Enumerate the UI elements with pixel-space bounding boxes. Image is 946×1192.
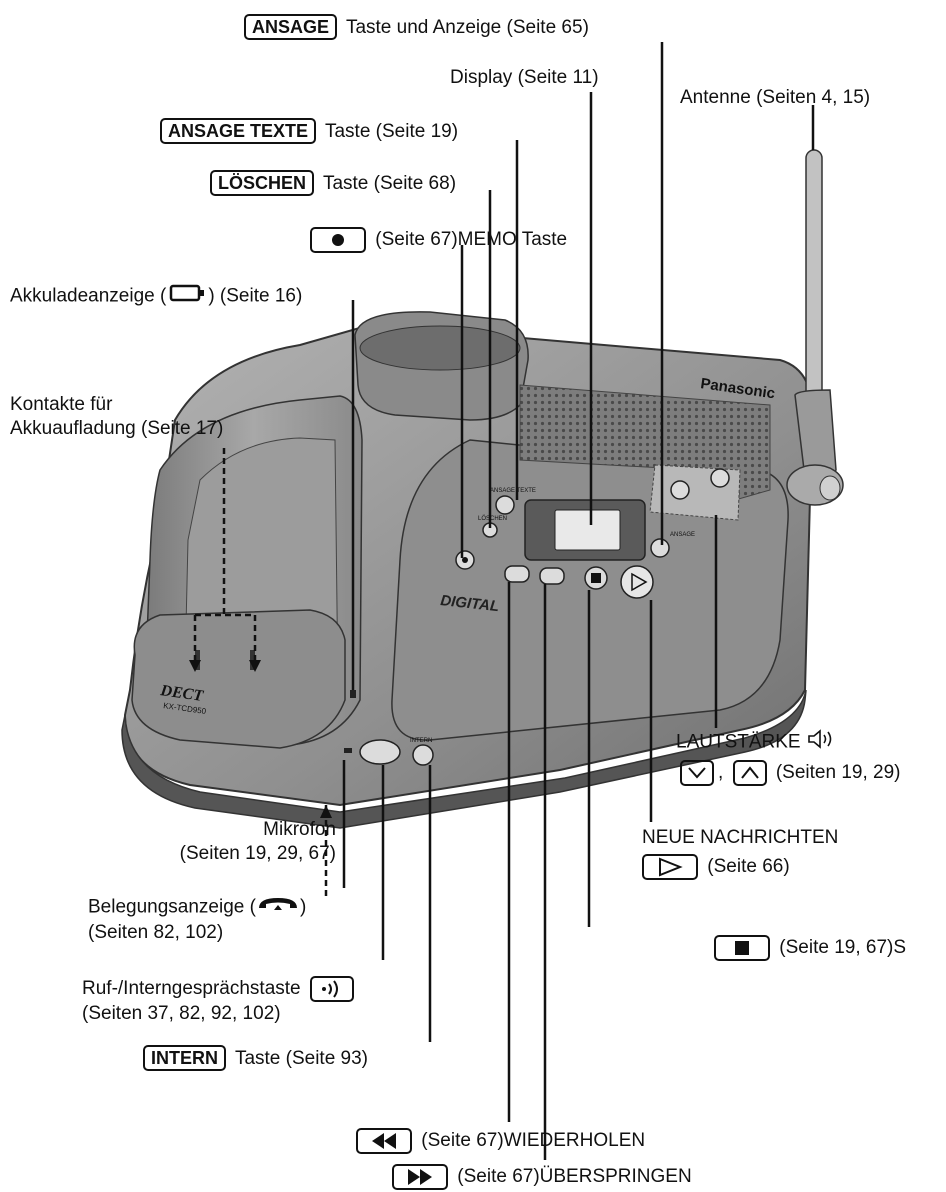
label-ansage: ANSAGE Taste und Anzeige (Seite 65): [244, 14, 589, 40]
label-loeschen: LÖSCHEN Taste (Seite 68): [210, 170, 456, 196]
ruf-line2: (Seiten 37, 82, 92, 102): [82, 1003, 281, 1024]
play-triangle-icon: [642, 854, 698, 880]
fast-forward-icon: [392, 1164, 448, 1190]
lautstaerke-sep: ,: [718, 762, 724, 784]
stop-square-icon: [714, 935, 770, 961]
ruf-text: Ruf-/Interngesprächstaste: [82, 978, 301, 1000]
loeschen-key: LÖSCHEN: [210, 170, 315, 196]
ansage-button: [650, 538, 670, 558]
charge-indicator: [350, 690, 356, 698]
memo-text: (Seite 67)MEMO Taste: [375, 229, 568, 251]
ansage-text: Taste und Anzeige (Seite 65): [345, 17, 589, 38]
akkulade-after: ) (Seite 16): [208, 285, 303, 307]
wiederholen-text: (Seite 67)WIEDERHOLEN: [421, 1130, 646, 1152]
ueberspringen-text: (Seite 67)ÜBERSPRINGEN: [457, 1166, 692, 1188]
busy-indicator: [344, 748, 352, 753]
speaker-volume-icon: [806, 729, 836, 756]
device-skirt: [121, 689, 807, 829]
label-intern: INTERN Taste (Seite 93): [143, 1045, 368, 1071]
lautstaerke-pages: (Seiten 19, 29): [775, 762, 901, 784]
digital-logo: DIGITAL: [440, 592, 500, 615]
record-dot-icon: [310, 227, 366, 253]
chevron-up-icon: [732, 760, 767, 786]
intern-button: [412, 744, 434, 766]
label-ueberspringen: (Seite 67)ÜBERSPRINGEN: [392, 1164, 692, 1190]
lautstaerke-text: LAUTSTÄRKE: [676, 731, 801, 753]
volume-down-button: [670, 480, 690, 500]
panel-loeschen-label: LÖSCHEN: [478, 515, 507, 522]
chevron-down-icon: [680, 760, 714, 786]
kontakte-line1: Kontakte für: [10, 394, 113, 415]
belegung-after: ): [299, 896, 307, 918]
label-lautstaerke: LAUTSTÄRKE , (Seiten 19, 29): [676, 729, 900, 786]
label-antenne: Antenne (Seiten 4, 15): [680, 86, 870, 110]
label-ansage-texte: ANSAGE TEXTE Taste (Seite 19): [160, 118, 458, 144]
antenne-text: Antenne (Seiten 4, 15): [680, 87, 871, 108]
akkulade-before: Akkuladeanzeige (: [10, 285, 167, 307]
stop-text: (Seite 19, 67)S: [779, 937, 907, 959]
label-memo: (Seite 67)MEMO Taste: [306, 227, 567, 253]
belegung-line2: (Seiten 82, 102): [88, 922, 224, 943]
forward-button: [539, 567, 565, 585]
display-screen: [554, 509, 621, 551]
neue-nachrichten-text: NEUE NACHRICHTEN: [642, 827, 839, 848]
label-akkulade: Akkuladeanzeige ( ) (Seite 16): [10, 283, 302, 310]
label-wiederholen: (Seite 67)WIEDERHOLEN: [356, 1128, 645, 1154]
label-display: Display (Seite 11): [450, 66, 599, 90]
cradle-front: [131, 609, 346, 749]
belegung-before: Belegungsanzeige (: [88, 896, 256, 918]
play-button: [620, 565, 654, 599]
label-stop: (Seite 19, 67)S: [714, 935, 906, 961]
ansage-texte-key: ANSAGE TEXTE: [160, 118, 317, 144]
battery-icon: [168, 283, 206, 310]
rewind-button: [504, 565, 530, 583]
leader-lines: [193, 42, 815, 1160]
rewind-icon: [356, 1128, 412, 1154]
label-kontakte: Kontakte für Akkuaufladung (Seite 17): [10, 393, 223, 441]
label-neue-nachrichten: NEUE NACHRICHTEN (Seite 66): [642, 826, 838, 880]
ring-intercom-button: [359, 739, 401, 765]
panel-ansage-texte-label: ANSAGE TEXTE: [490, 488, 536, 494]
dect-logo: DECT: [158, 682, 205, 705]
intern-text: Taste (Seite 93): [234, 1048, 369, 1069]
label-mikrofon: Mikrofon (Seiten 19, 29, 67): [140, 818, 336, 866]
intern-key: INTERN: [143, 1045, 226, 1071]
handset-off-hook-icon: [256, 894, 300, 921]
loeschen-text: Taste (Seite 68): [322, 173, 457, 194]
volume-up-button: [710, 468, 730, 488]
ansage-texte-button: [495, 495, 515, 515]
kontakte-line2: Akkuaufladung (Seite 17): [10, 418, 224, 439]
ring-intercom-icon: [309, 976, 354, 1002]
ansage-key: ANSAGE: [244, 14, 338, 40]
panel-ansage-label: ANSAGE: [670, 532, 695, 538]
label-belegung: Belegungsanzeige () (Seiten 82, 102): [88, 894, 306, 945]
ansage-texte-text: Taste (Seite 19): [324, 121, 459, 142]
neue-nachrichten-pages: (Seite 66): [707, 856, 790, 878]
display-text: Display (Seite 11): [450, 67, 599, 88]
mikrofon-line1: Mikrofon: [263, 819, 336, 840]
panel-intern-label: INTERN: [410, 738, 432, 744]
label-ruf: Ruf-/Interngesprächstaste (Seiten 37, 82…: [82, 976, 358, 1026]
mikrofon-line2: (Seiten 19, 29, 67): [179, 843, 336, 864]
